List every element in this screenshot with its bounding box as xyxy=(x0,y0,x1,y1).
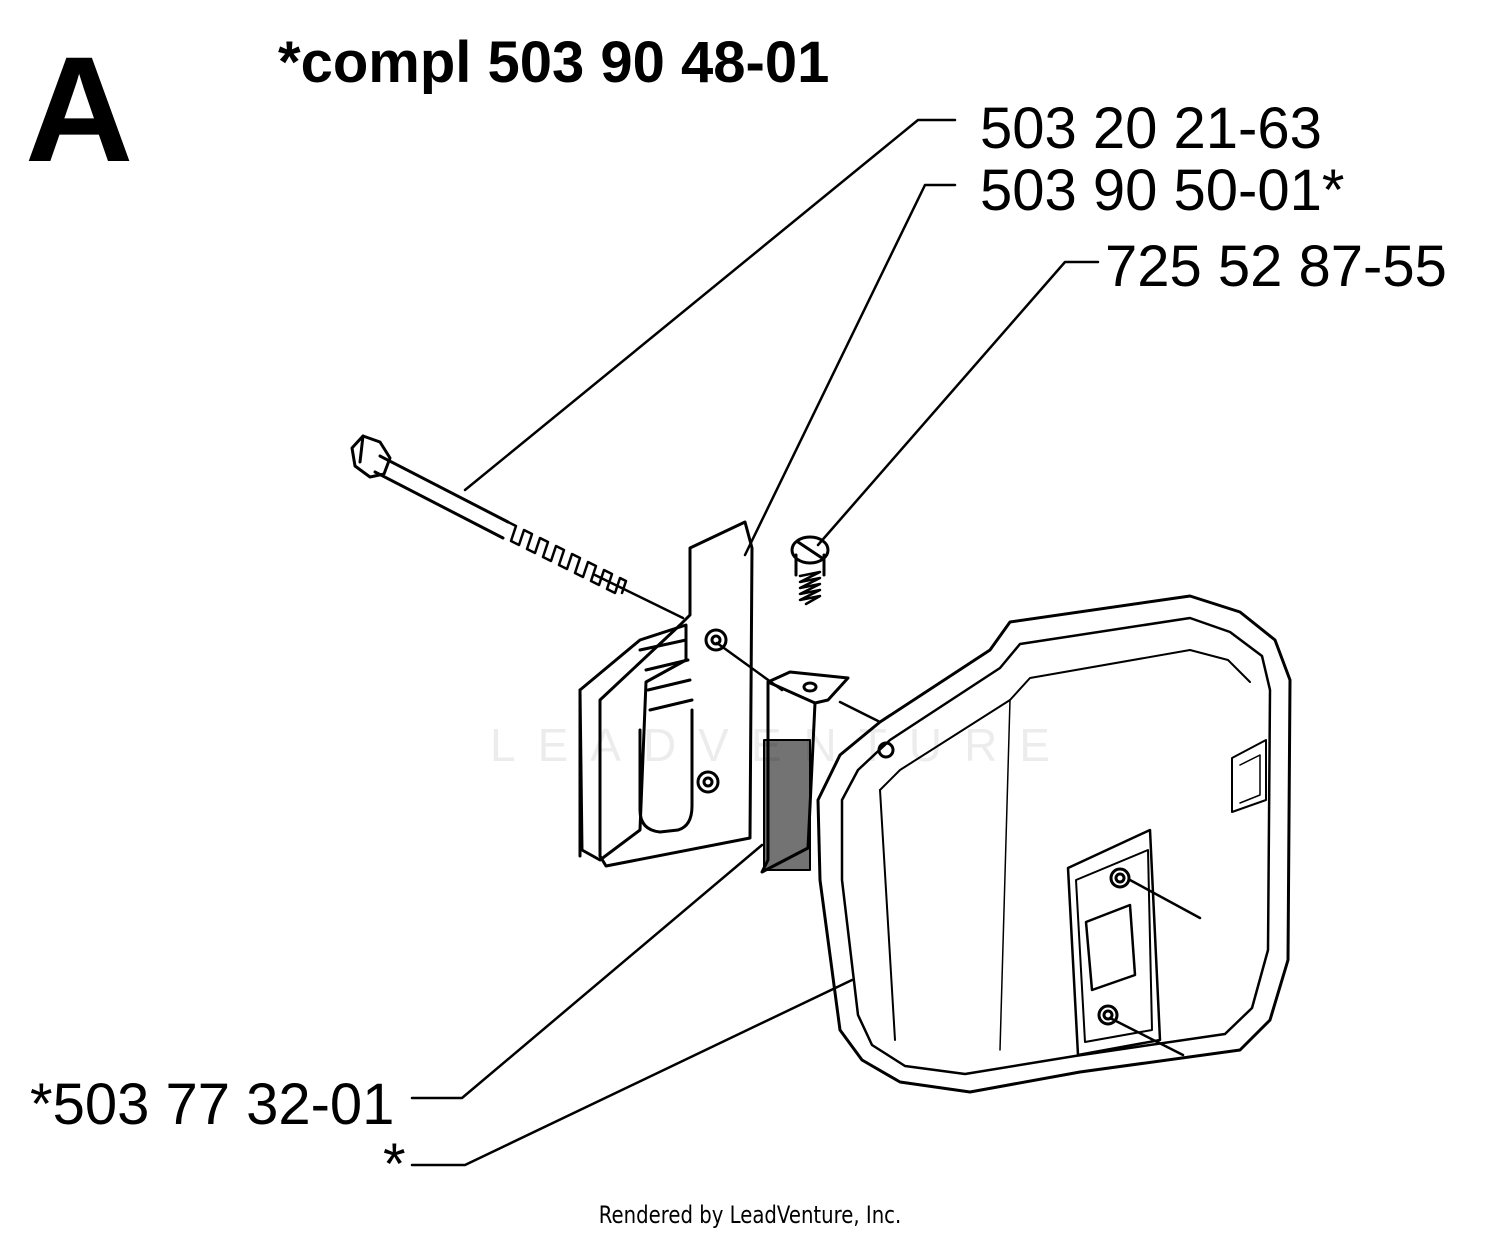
muffler-part xyxy=(816,594,1292,1094)
leader-spark-screen xyxy=(410,843,764,1100)
spark-screen-part xyxy=(760,670,850,874)
stud-line-lower xyxy=(1108,1016,1185,1057)
leader-bolt xyxy=(463,118,957,492)
leader-muffler xyxy=(410,978,854,1167)
bracket-to-muffler-line xyxy=(838,700,882,724)
bolt-part xyxy=(350,434,628,595)
screw-part xyxy=(790,535,830,606)
section-letter: A xyxy=(25,25,134,193)
assembly-label: *compl 503 90 48-01 xyxy=(278,30,830,95)
leader-guard xyxy=(743,183,957,557)
callout-bolt: 503 20 21-63 xyxy=(980,96,1322,161)
callout-muffler: * xyxy=(383,1132,406,1197)
leader-lines xyxy=(410,118,1202,1167)
callout-spark-screen: *503 77 32-01 xyxy=(30,1072,395,1137)
leader-screw xyxy=(816,260,1100,547)
stud-line-upper xyxy=(1128,878,1202,920)
guard-part xyxy=(578,520,754,868)
footer-credit: Rendered by LeadVenture, Inc. xyxy=(598,1201,902,1229)
callout-guard: 503 90 50-01* xyxy=(980,158,1345,223)
callout-screw: 725 52 87-55 xyxy=(1105,234,1447,299)
